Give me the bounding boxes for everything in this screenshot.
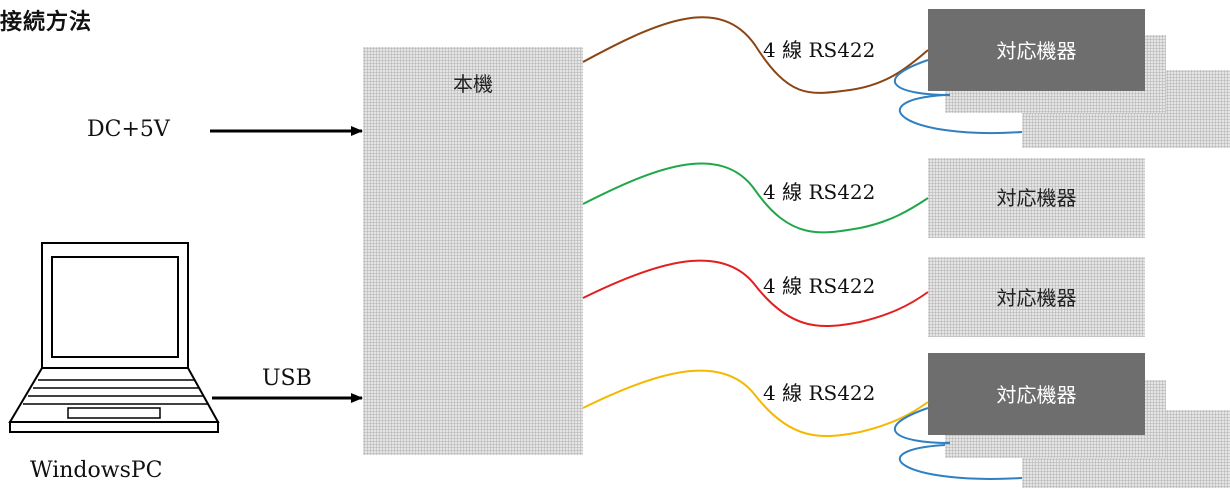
cable-1 — [582, 16, 929, 94]
pc-label: WindowsPC — [30, 458, 163, 483]
usb-input-label: USB — [262, 366, 312, 391]
device-4-label: 対応機器 — [996, 383, 1077, 407]
cable-4 — [582, 369, 929, 437]
link-2-label: 4 線 RS422 — [763, 180, 876, 204]
device-1-label: 対応機器 — [996, 39, 1077, 63]
device-2-box — [928, 158, 1145, 238]
device-2-label: 対応機器 — [996, 186, 1077, 210]
link-4-label: 4 線 RS422 — [763, 381, 876, 405]
daisy-1a — [893, 59, 951, 96]
link-1-label: 4 線 RS422 — [763, 38, 876, 62]
device-4-box — [928, 353, 1145, 435]
device-3-box — [928, 257, 1145, 337]
daisy-4a — [893, 407, 951, 444]
daisy-1b — [898, 94, 1023, 134]
power-input-label: DC+5V — [87, 117, 170, 142]
cable-3 — [582, 259, 929, 327]
device-3-label: 対応機器 — [996, 286, 1077, 310]
laptop-icon — [8, 242, 220, 433]
page-title: 接続方法 — [0, 10, 93, 35]
main-unit-label: 本機 — [453, 72, 493, 96]
cable-2 — [582, 162, 929, 234]
main-unit-box — [363, 47, 583, 455]
daisy-4b — [898, 444, 1023, 480]
device-1-box — [928, 9, 1145, 91]
link-3-label: 4 線 RS422 — [763, 274, 876, 298]
